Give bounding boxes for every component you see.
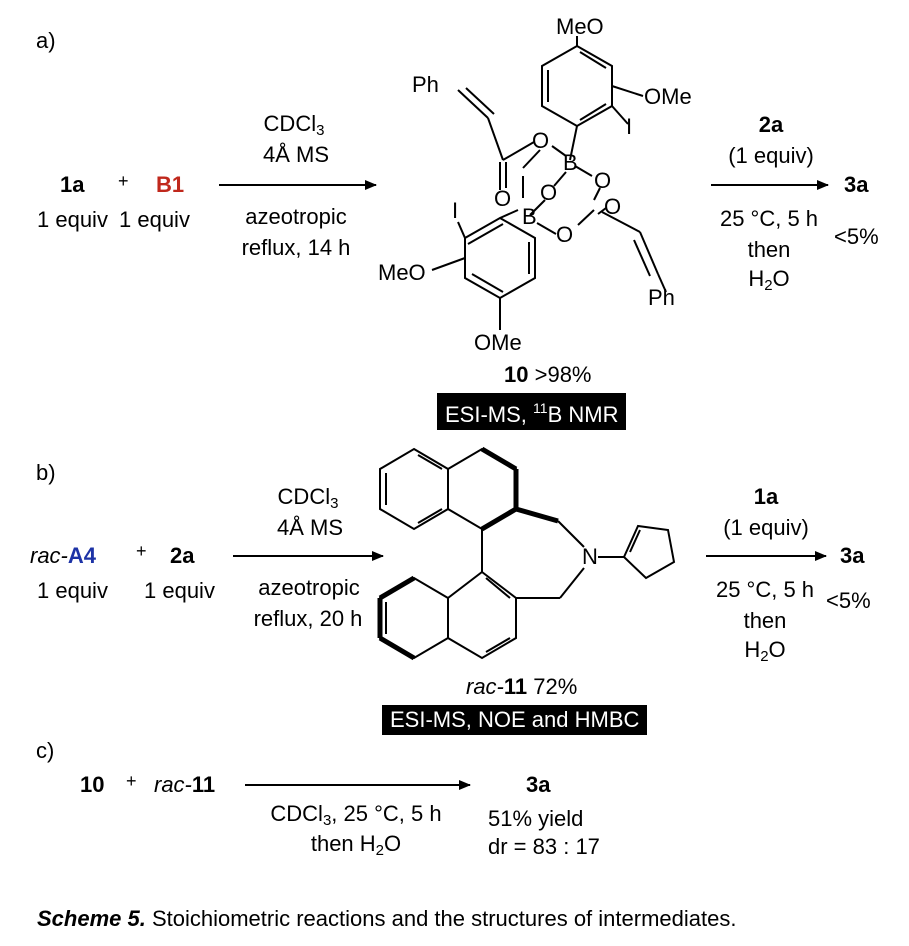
panel-b-label: b) (36, 460, 56, 485)
panel-a-cond-azeotropic: azeotropic (245, 204, 347, 229)
panel-c-cond-2: then H2O (310, 831, 402, 859)
panel-c-plus: + (126, 771, 137, 791)
struct10-ome-bottom: OMe (474, 330, 522, 355)
struct10-ome-right: OMe (644, 84, 692, 109)
panel-b-cond-reflux: reflux, 20 h (253, 606, 363, 631)
struct10-o-1: O (532, 128, 550, 153)
panel-a-product-label: 10 >98% (504, 362, 592, 387)
panel-b-cond-ms: 4Å MS (276, 515, 344, 540)
panel-b-final-product: 3a (840, 543, 865, 568)
panel-a-plus: + (118, 171, 129, 191)
panel-a-equiv-2: 1 equiv (119, 207, 190, 232)
panel-b-final-yield: <5% (826, 588, 871, 613)
panel-a-step2-cond-1: 25 °C, 5 h (719, 206, 819, 231)
panel-a-final-product: 3a (844, 172, 869, 197)
panel-a-analysis-box: ESI-MS, 11B NMR (437, 393, 627, 430)
struct11-n-atom: N (582, 544, 598, 569)
panel-c-dr: dr = 83 : 17 (488, 834, 600, 859)
panel-b-product-label: rac-11 72% (466, 674, 578, 699)
struct10-o-5: O (556, 222, 574, 247)
struct10-ph-bottom: Ph (648, 285, 675, 310)
panel-c-reactant-10: 10 (80, 772, 105, 797)
panel-c-product: 3a (526, 772, 551, 797)
panel-a-step2-cond-3: H2O (748, 266, 790, 294)
panel-a-reactant-1a: 1a (60, 172, 85, 197)
struct10-meo-top: MeO (556, 14, 604, 39)
panel-a-reactant-b1: B1 (156, 172, 185, 197)
panel-c-label: c) (36, 738, 55, 763)
panel-b-equiv-2: 1 equiv (144, 578, 215, 603)
panel-a-label: a) (36, 28, 56, 53)
panel-a-equiv-1: 1 equiv (37, 207, 108, 232)
struct10-meo-left: MeO (378, 260, 426, 285)
scheme-caption: Scheme 5. Stoichiometric reactions and t… (37, 906, 737, 931)
panel-b-step2-cond-2: then (743, 608, 787, 633)
panel-a-cond-reflux: reflux, 14 h (241, 235, 351, 260)
structure-rac-11 (377, 446, 676, 661)
panel-a-step2-equiv: (1 equiv) (728, 143, 814, 168)
panel-c-cond-1: CDCl3, 25 °C, 5 h (270, 801, 442, 829)
struct10-b-1: B (563, 150, 578, 175)
panel-b-step2-cond-1: 25 °C, 5 h (715, 577, 815, 602)
panel-b-plus: + (136, 541, 147, 561)
panel-a-cond-ms: 4Å MS (262, 142, 330, 167)
panel-b-cond-solvent: CDCl3 (277, 484, 339, 512)
panel-b-step2-reagent: 1a (753, 484, 779, 509)
panel-a-step2-cond-2: then (747, 237, 791, 262)
structure-10 (431, 36, 667, 330)
panel-c-reactant-rac-11: rac-11 (154, 772, 216, 797)
struct10-o-4: O (494, 186, 512, 211)
struct10-i-top: I (626, 114, 633, 139)
panel-a-final-yield: <5% (834, 224, 879, 249)
struct10-b-2: B (522, 204, 537, 229)
panel-b-step2-equiv: (1 equiv) (723, 515, 809, 540)
struct10-o-6: O (604, 194, 622, 219)
panel-b-analysis-box: ESI-MS, NOE and HMBC (382, 705, 648, 735)
panel-b-equiv-1: 1 equiv (37, 578, 108, 603)
struct10-o-2: O (540, 180, 558, 205)
panel-b-step2-cond-3: H2O (744, 637, 786, 665)
panel-b-reactant-2a: 2a (170, 543, 195, 568)
struct10-o-3: O (594, 168, 612, 193)
panel-a-cond-solvent: CDCl3 (263, 111, 325, 139)
panel-b-reactant-rac-a4: rac-A4 (30, 543, 97, 568)
panel-b-cond-azeotropic: azeotropic (258, 575, 360, 600)
struct10-i-bottom: I (452, 198, 459, 223)
panel-c-yield: 51% yield (488, 806, 584, 831)
struct10-ph-top: Ph (412, 72, 439, 97)
panel-a-step2-reagent: 2a (758, 112, 784, 137)
